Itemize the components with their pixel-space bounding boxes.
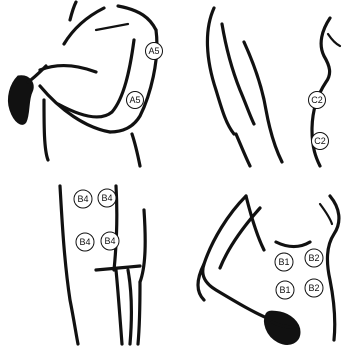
- marker-c2-lower: C2: [312, 133, 329, 150]
- marker-label: B1: [279, 285, 290, 295]
- marker-label: B4: [104, 236, 115, 246]
- panel-upper-arm: A5 A5: [8, 2, 162, 166]
- marker-b4-bottom-right: B4: [101, 232, 119, 250]
- marker-b1-bottom: B1: [276, 281, 294, 299]
- marker-label: C2: [311, 95, 323, 105]
- marker-label: B2: [308, 283, 319, 293]
- marker-label: B4: [101, 193, 112, 203]
- marker-b4-bottom-left: B4: [76, 233, 94, 251]
- marker-label: B2: [308, 253, 319, 263]
- panel-thigh: B4 B4 B4 B4: [60, 186, 145, 344]
- marker-label: B4: [79, 237, 90, 247]
- marker-label: B4: [77, 194, 88, 204]
- marker-label: A5: [129, 95, 140, 105]
- marker-b2-bottom: B2: [305, 279, 323, 297]
- marker-b2-top: B2: [305, 249, 323, 267]
- panel-back: C2 C2: [207, 8, 340, 166]
- marker-label: A5: [148, 46, 159, 56]
- marker-label: C2: [314, 136, 326, 146]
- panel-abdomen: B1 B2 B1 B2: [198, 196, 339, 344]
- marker-c2-upper: C2: [309, 92, 326, 109]
- marker-a5-lower: A5: [127, 92, 144, 109]
- marker-label: B1: [278, 257, 289, 267]
- marker-b4-top-right: B4: [98, 189, 116, 207]
- marker-a5-upper: A5: [146, 43, 163, 60]
- marker-b1-top: B1: [275, 253, 293, 271]
- marker-b4-top-left: B4: [74, 190, 92, 208]
